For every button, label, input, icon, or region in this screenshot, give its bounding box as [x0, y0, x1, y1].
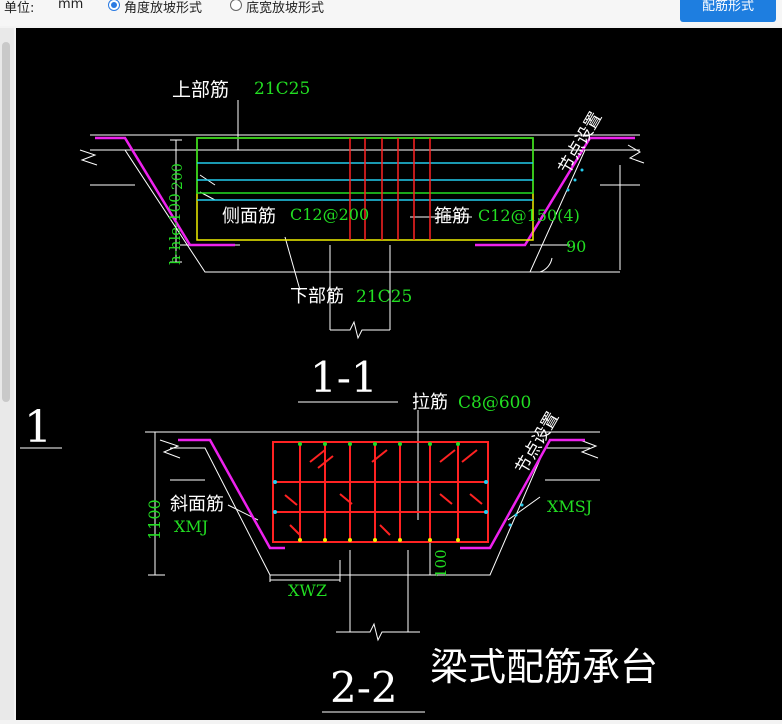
height-dimension-1100: 1100: [145, 499, 164, 540]
node-setting-1: 节点设置: [555, 109, 606, 178]
radio-angle-slope-label[interactable]: 角度放坡形式: [124, 1, 203, 16]
scrollbar[interactable]: [0, 28, 14, 720]
radio-width-slope-label[interactable]: 底宽放坡形式: [246, 1, 325, 16]
vertical-dimension: h-hle-100: [166, 193, 184, 265]
top-bar-label: 上部筋: [172, 79, 229, 101]
cad-drawing: 上部筋 21C25 侧面筋 C12@200 箍筋 C12@150(4) 下部筋 …: [20, 79, 658, 713]
side-bar-spec: C12@200: [290, 205, 369, 224]
section-2-rebar-dots: [273, 442, 524, 542]
dimension-200: 200: [170, 163, 186, 190]
angle-arc: [539, 257, 553, 273]
rebar-form-button[interactable]: 配筋形式: [680, 0, 776, 22]
stirrup-spec: C12@150(4): [478, 206, 580, 225]
dimension-100: 100: [432, 549, 450, 578]
unit-value: mm: [58, 0, 84, 12]
section-mark: 1: [24, 402, 52, 453]
stirrup-label: 箍筋: [434, 206, 470, 227]
tie-bar-label: 拉筋: [412, 392, 448, 413]
xmj-label: XMJ: [174, 517, 208, 536]
xmsj-label: XMSJ: [547, 497, 592, 516]
radio-angle-slope[interactable]: [108, 0, 120, 11]
radio-width-slope[interactable]: [230, 0, 242, 11]
side-bar-label: 侧面筋: [222, 206, 276, 227]
slope-angle: 90: [566, 237, 586, 256]
tie-bar-spec: C8@600: [458, 393, 531, 413]
bottom-bar-label: 下部筋: [290, 286, 344, 307]
scrollbar-thumb[interactable]: [2, 42, 10, 402]
section-1-outline: [79, 100, 645, 403]
section-1-title: 1-1: [310, 353, 378, 402]
drawing-caption: 梁式配筋承台: [430, 645, 658, 689]
unit-label: 单位:: [4, 1, 35, 16]
node-setting-2: 节点设置: [512, 409, 563, 478]
section-2-title: 2-2: [330, 663, 398, 712]
section-1-node-dots: [566, 168, 584, 192]
section-1-cage: [196, 137, 534, 241]
slope-bar-label: 斜面筋: [170, 494, 224, 515]
toolbar: 单位: mm 角度放坡形式 底宽放坡形式 配筋形式: [0, 0, 782, 26]
section-2-outline: [145, 410, 600, 713]
xwz-label: XWZ: [288, 581, 327, 600]
section-2-magenta-bars: [178, 438, 585, 550]
bottom-bar-spec: 21C25: [356, 287, 412, 307]
section-1-magenta-bars: [95, 136, 635, 247]
section-2-cage: [272, 441, 489, 543]
drawing-canvas: 上部筋 21C25 侧面筋 C12@200 箍筋 C12@150(4) 下部筋 …: [16, 28, 782, 720]
top-bar-spec: 21C25: [254, 79, 310, 99]
